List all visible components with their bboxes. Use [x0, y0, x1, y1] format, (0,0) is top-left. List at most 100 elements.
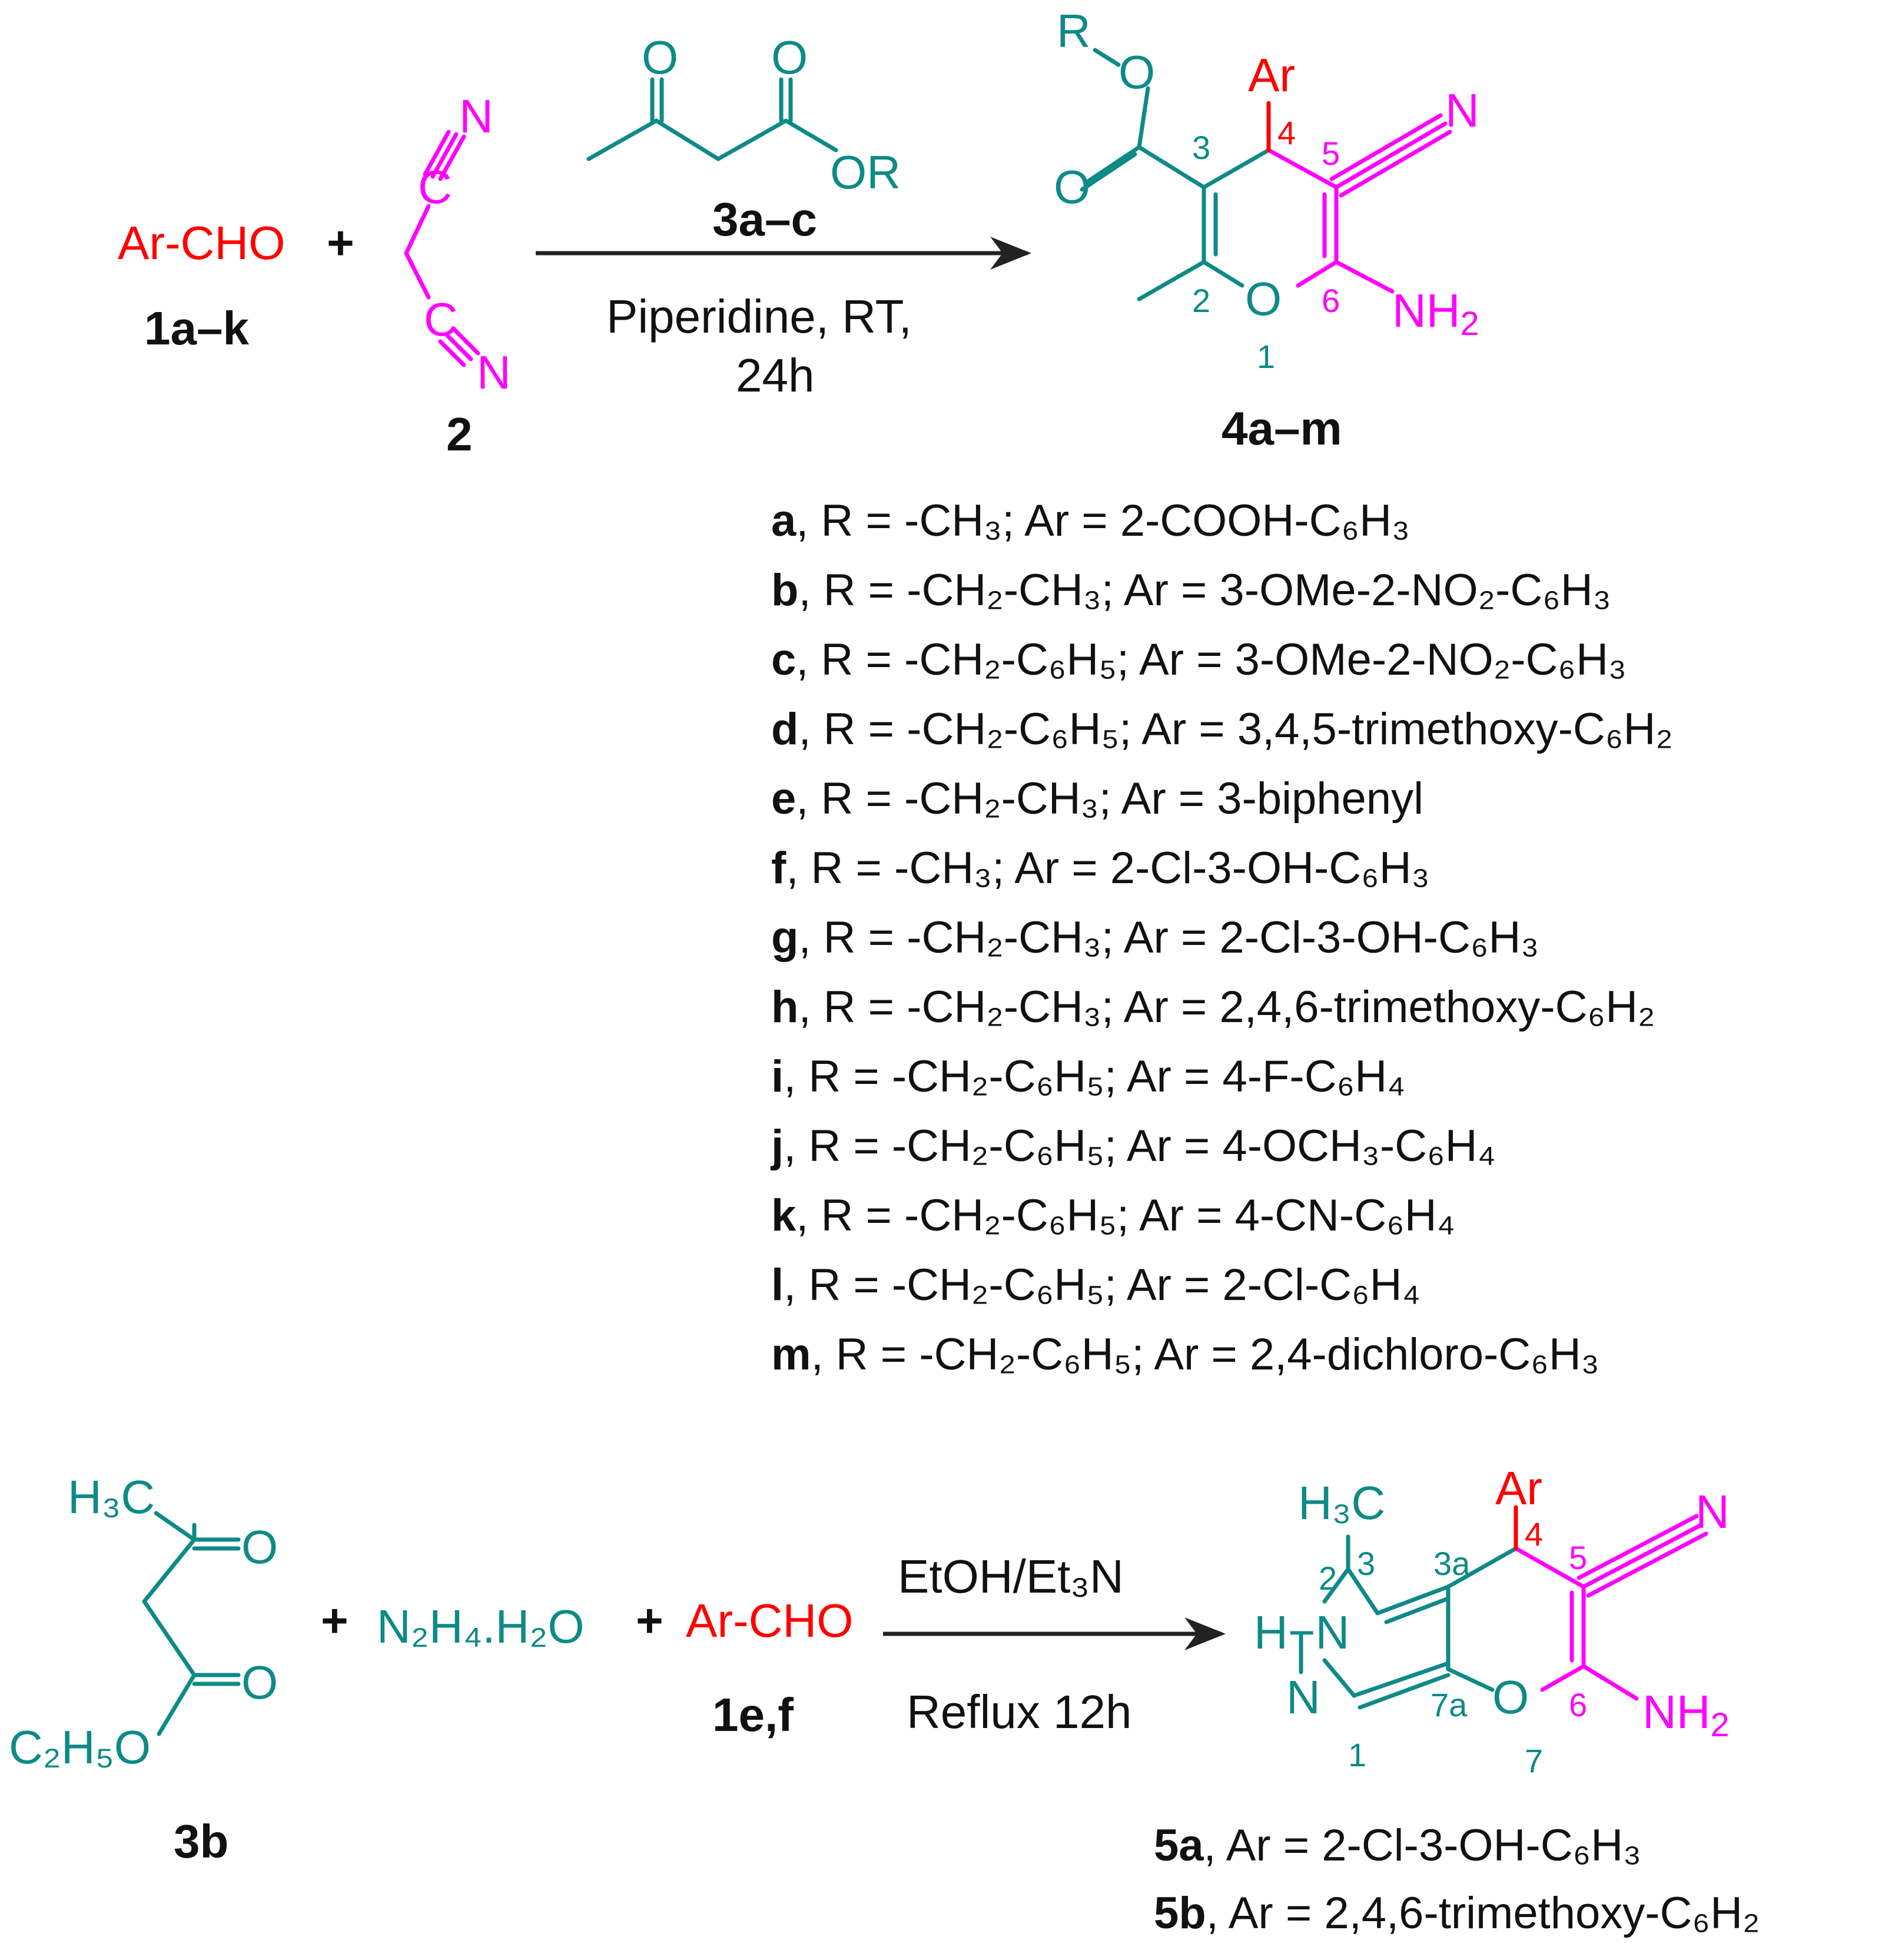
ketoester-o-bottom: O — [241, 1656, 278, 1709]
product5-pos-4: 4 — [1525, 1515, 1543, 1553]
product-carbonyl-o: O — [1054, 161, 1090, 213]
product5-pos-2: 2 — [1319, 1560, 1337, 1597]
product-pos-1: 1 — [1257, 338, 1275, 375]
legend-item: b, R = -CH₂-CH₃; Ar = 3-OMe-2-NO₂-C₆H₃ — [771, 565, 1611, 615]
product-ring-o: O — [1245, 273, 1282, 325]
ketoester-id: 3a–c — [712, 193, 817, 246]
legend-item: c, R = -CH₂-C₆H₅; Ar = 3-OMe-2-NO₂-C₆H₃ — [771, 635, 1627, 685]
malononitrile-structure: N C C N — [404, 90, 511, 399]
legend-key: j — [770, 1121, 784, 1171]
legend-key: d — [771, 704, 798, 754]
product5-h3c: H₃C — [1298, 1477, 1385, 1529]
condition-line-2: 24h — [736, 349, 814, 402]
legend-item: j, R = -CH₂-C₆H₅; Ar = 4-OCH₃-C₆H₄ — [770, 1121, 1496, 1171]
condition-top: EtOH/Et₃N — [898, 1550, 1124, 1603]
legend-item: 5b, Ar = 2,4,6-trimethoxy-C₆H₂ — [1154, 1888, 1760, 1938]
malononitrile-n-bottom: N — [477, 346, 511, 399]
product-pos-6: 6 — [1322, 282, 1340, 319]
product-4-id: 4a–m — [1222, 402, 1342, 455]
legend-text: , R = -CH₂-C₆H₅; Ar = 4-F-C₆H₄ — [784, 1052, 1405, 1102]
legend-item: 5a, Ar = 2-Cl-3-OH-C₆H₃ — [1154, 1820, 1641, 1871]
legend-item: g, R = -CH₂-CH₃; Ar = 2-Cl-3-OH-C₆H₃ — [771, 913, 1539, 963]
legend-item: m, R = -CH₂-C₆H₅; Ar = 2,4-dichloro-C₆H₃ — [771, 1329, 1599, 1379]
ketoester-h3c: H₃C — [68, 1471, 155, 1523]
legend-text: , R = -CH₂-CH₃; Ar = 2,4,6-trimethoxy-C₆… — [798, 982, 1655, 1032]
legend-text: , Ar = 2,4,6-trimethoxy-C₆H₂ — [1206, 1888, 1760, 1938]
legend-item: i, R = -CH₂-C₆H₅; Ar = 4-F-C₆H₄ — [771, 1052, 1405, 1102]
product5-nh2: NH2 — [1642, 1686, 1730, 1744]
ethyl-acetoacetate-structure: H₃C O O C₂H₅O — [9, 1471, 278, 1773]
legend-text: , R = -CH₂-C₆H₅; Ar = 4-OCH₃-C₆H₄ — [784, 1121, 1495, 1171]
ketoester-c2h5o: C₂H₅O — [9, 1721, 151, 1773]
malononitrile-n-top: N — [459, 90, 493, 142]
legend-key: i — [771, 1052, 784, 1102]
malononitrile-id: 2 — [446, 408, 473, 460]
condition-bottom: Reflux 12h — [907, 1686, 1131, 1738]
pyranopyrazole-product-structure: H₃C Ar N H−N N O NH2 2 3 3a 4 5 7a 6 1 7 — [1254, 1462, 1730, 1779]
product5-hn: H−N — [1254, 1606, 1349, 1659]
scheme-1: Ar-CHO 1a–k + N C C N 2 — [118, 5, 1479, 460]
product-pos-5: 5 — [1322, 135, 1340, 172]
legend-5-list: 5a, Ar = 2-Cl-3-OH-C₆H₃ 5b, Ar = 2,4,6-tr… — [1154, 1820, 1760, 1938]
legend-key: c — [771, 635, 796, 685]
legend-item: d, R = -CH₂-C₆H₅; Ar = 3,4,5-trimethoxy-… — [771, 704, 1673, 754]
pyran-product-structure: R O O Ar N O NH2 3 4 5 2 6 1 — [1054, 5, 1479, 375]
product5-ar: Ar — [1495, 1462, 1542, 1514]
product5-ring-o: O — [1492, 1671, 1529, 1723]
legend-key: l — [771, 1260, 784, 1310]
ketoester-o-keto: O — [642, 31, 678, 84]
scheme-2: H₃C O O C₂H₅O 3b + N₂H₄.H₂O + Ar-CHO 1e,… — [9, 1462, 1760, 1938]
legend-text: , R = -CH₂-C₆H₅; Ar = 2-Cl-C₆H₄ — [784, 1260, 1420, 1310]
legend-key: a — [771, 496, 797, 546]
product5-pos-7: 7 — [1525, 1742, 1543, 1779]
product5-pos-3: 3 — [1357, 1545, 1375, 1582]
legend-item: h, R = -CH₂-CH₃; Ar = 2,4,6-trimethoxy-C… — [771, 982, 1655, 1032]
product5-pos-3a: 3a — [1433, 1545, 1471, 1582]
ketoester-o-top: O — [241, 1521, 278, 1573]
product-pos-2: 2 — [1192, 282, 1210, 319]
legend-text: , R = -CH₃; Ar = 2-Cl-3-OH-C₆H₃ — [786, 843, 1429, 893]
product-r-label: R — [1057, 5, 1091, 57]
product5-pos-7a: 7a — [1431, 1686, 1468, 1723]
aldehyde-id: 1a–k — [144, 302, 249, 354]
product5-ring-n: N — [1286, 1671, 1320, 1723]
plus-sign-3: + — [636, 1594, 663, 1647]
legend-key: m — [771, 1329, 811, 1379]
legend-key: g — [771, 913, 798, 963]
product-nh2-label: NH2 — [1392, 284, 1479, 343]
product-pos-3: 3 — [1192, 129, 1210, 166]
aldehyde-label-2: Ar-CHO — [686, 1594, 853, 1647]
product5-pos-6: 6 — [1569, 1686, 1587, 1723]
product5-nitrile-n: N — [1695, 1485, 1730, 1538]
legend-key: f — [771, 843, 786, 893]
ketoester-structure: O O OR — [586, 31, 901, 198]
product-ar-label: Ar — [1248, 49, 1295, 101]
legend-text: , R = -CH₂-CH₃; Ar = 3-OMe-2-NO₂-C₆H₃ — [798, 565, 1611, 615]
product-nitrile-n: N — [1445, 84, 1479, 137]
ketoester-o-ester: O — [771, 31, 808, 84]
aldehyde-id-2: 1e,f — [712, 1689, 794, 1741]
aldehyde-label: Ar-CHO — [118, 217, 285, 269]
legend-text: , R = -CH₂-CH₃; Ar = 2-Cl-3-OH-C₆H₃ — [798, 913, 1539, 963]
legend-key: 5b — [1154, 1888, 1206, 1938]
product5-pos-5: 5 — [1569, 1539, 1587, 1576]
legend-text: , R = -CH₂-CH₃; Ar = 3-biphenyl — [796, 774, 1423, 824]
legend-text: , R = -CH₂-C₆H₅; Ar = 3,4,5-trimethoxy-C… — [798, 704, 1672, 754]
plus-sign: + — [327, 217, 354, 269]
product-pos-4: 4 — [1277, 114, 1296, 151]
legend-key: b — [771, 565, 798, 615]
product-ester-o: O — [1119, 46, 1155, 98]
malononitrile-c-bottom: C — [424, 293, 458, 346]
legend-text: , R = -CH₂-C₆H₅; Ar = 3-OMe-2-NO₂-C₆H₃ — [796, 635, 1627, 685]
legend-text: , Ar = 2-Cl-3-OH-C₆H₃ — [1204, 1820, 1642, 1871]
legend-item: a, R = -CH₃; Ar = 2-COOH-C₆H₃ — [771, 496, 1410, 546]
hydrazine-label: N₂H₄.H₂O — [377, 1600, 585, 1653]
legend-item: k, R = -CH₂-C₆H₅; Ar = 4-CN-C₆H₄ — [771, 1190, 1455, 1241]
legend-key: k — [771, 1190, 797, 1241]
legend-key: 5a — [1154, 1820, 1204, 1871]
ketoester-3b-id: 3b — [174, 1815, 228, 1868]
legend-item: l, R = -CH₂-C₆H₅; Ar = 2-Cl-C₆H₄ — [771, 1260, 1421, 1310]
legend-key: h — [771, 982, 798, 1032]
